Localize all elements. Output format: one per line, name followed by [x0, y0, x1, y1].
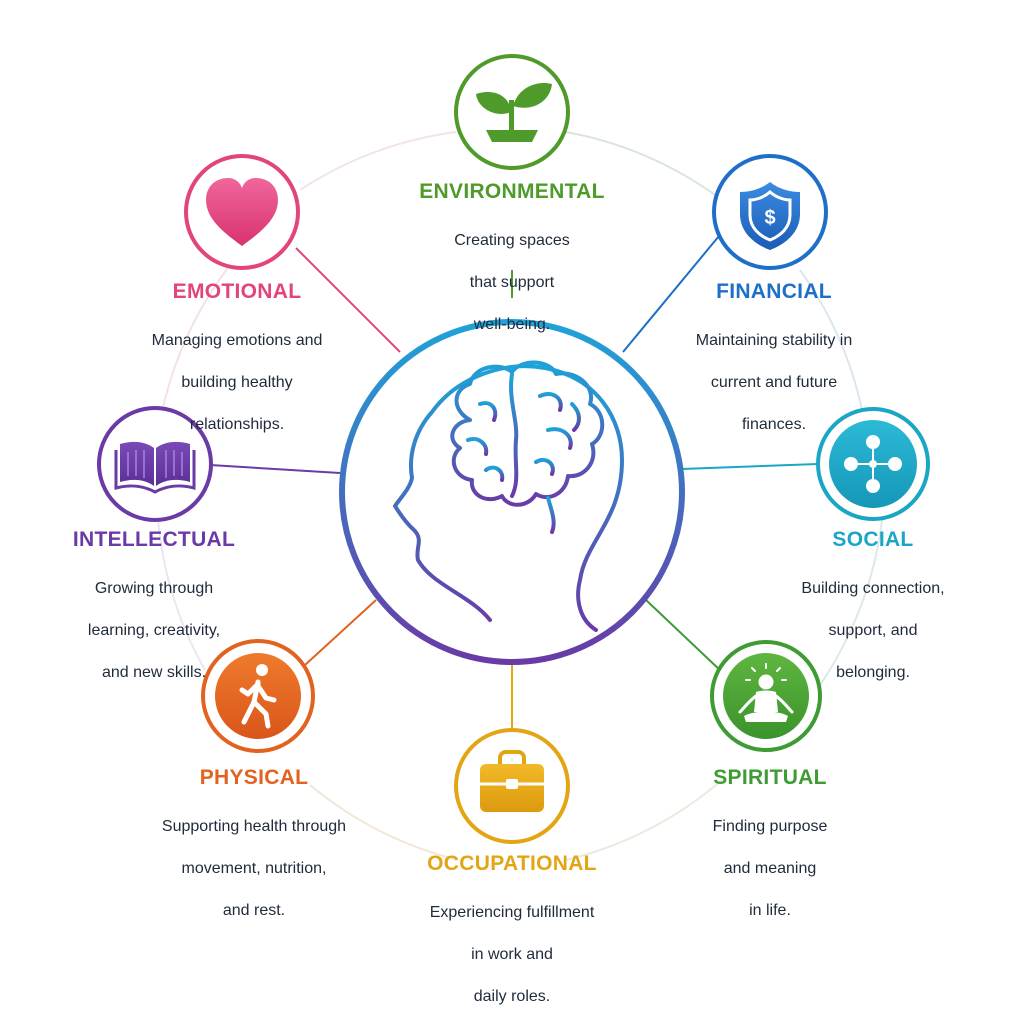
- spokes: [209, 235, 819, 732]
- desc-line: building healthy: [181, 374, 293, 391]
- social-title: SOCIAL: [832, 528, 914, 551]
- desc-line: Finding purpose: [712, 818, 828, 835]
- occupational-title: OCCUPATIONAL: [427, 852, 597, 875]
- desc-line: well-being.: [473, 316, 551, 333]
- desc-line: learning, creativity,: [87, 622, 221, 639]
- social-node: [816, 407, 930, 521]
- spiritual-title: SPIRITUAL: [713, 766, 827, 789]
- desc-line: Maintaining stability in: [695, 332, 853, 349]
- desc-line: Experiencing fulfillment: [429, 904, 595, 921]
- desc-line: support, and: [828, 622, 918, 639]
- intellectual-description: Growing through learning, creativity, an…: [4, 557, 304, 704]
- desc-line: Creating spaces: [454, 232, 570, 249]
- walking-person-icon: [215, 653, 301, 739]
- financial-node: $: [712, 154, 828, 270]
- financial-description: Maintaining stability in current and fut…: [624, 309, 924, 456]
- financial-title: FINANCIAL: [716, 280, 832, 303]
- physical-description: Supporting health through movement, nutr…: [104, 795, 404, 942]
- desc-line: Growing through: [94, 580, 214, 597]
- desc-line: daily roles.: [473, 988, 551, 1005]
- center-head-brain: [339, 319, 685, 665]
- intellectual-node: [97, 406, 213, 522]
- desc-line: and new skills.: [101, 664, 207, 681]
- social-description: Building connection, support, and belong…: [723, 557, 1023, 704]
- emotional-node: [184, 154, 300, 270]
- environmental-node: [454, 54, 570, 170]
- desc-line: movement, nutrition,: [181, 860, 327, 877]
- head-brain-icon: [393, 360, 624, 632]
- desc-line: relationships.: [189, 416, 285, 433]
- heart-icon: [206, 178, 278, 246]
- desc-line: current and future: [710, 374, 838, 391]
- occupational-node: [454, 728, 570, 844]
- desc-line: in work and: [471, 946, 553, 963]
- open-book-icon: [114, 441, 196, 494]
- desc-line: belonging.: [836, 664, 910, 681]
- occupational-description: Experiencing fulfillment in work and dai…: [362, 881, 662, 1028]
- desc-line: in life.: [749, 902, 791, 919]
- desc-line: finances.: [741, 416, 807, 433]
- spiritual-description: Finding purpose and meaning in life.: [620, 795, 920, 942]
- physical-title: PHYSICAL: [199, 766, 309, 789]
- environmental-title: ENVIRONMENTAL: [419, 180, 605, 203]
- emotional-title: EMOTIONAL: [172, 280, 302, 303]
- physical-node: [201, 639, 315, 753]
- shield-dollar-icon: $: [740, 182, 800, 250]
- briefcase-icon: [480, 750, 544, 812]
- environmental-description: Creating spaces that support well-being.: [362, 209, 662, 356]
- sprout-icon: [476, 82, 552, 142]
- outer-ring: [157, 131, 883, 861]
- desc-line: and meaning: [723, 860, 817, 877]
- svg-text:$: $: [764, 207, 775, 229]
- desc-line: Building connection,: [801, 580, 945, 597]
- desc-line: that support: [469, 274, 555, 291]
- spiritual-node: [710, 640, 822, 752]
- intellectual-title: INTELLECTUAL: [72, 528, 236, 551]
- desc-line: Supporting health through: [161, 818, 347, 835]
- emotional-description: Managing emotions and building healthy r…: [87, 309, 387, 456]
- desc-line: and rest.: [222, 902, 286, 919]
- desc-line: Managing emotions and: [151, 332, 323, 349]
